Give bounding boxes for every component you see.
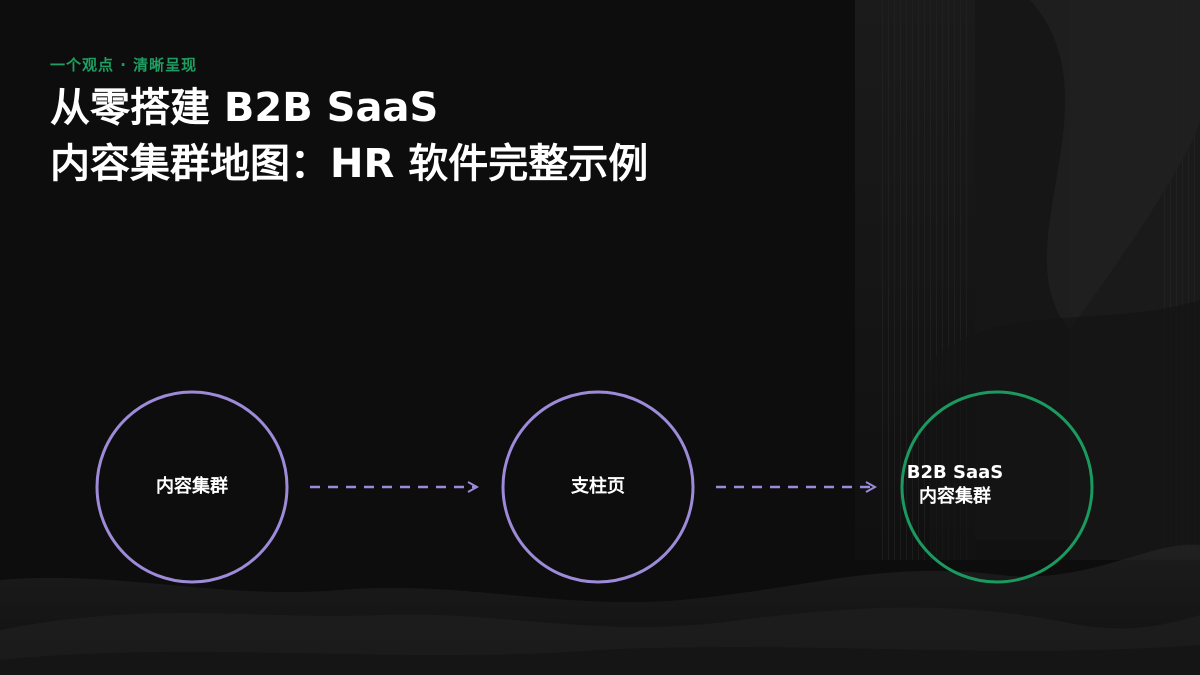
node-label-pillar-page: 支柱页 [571, 476, 625, 497]
node-circle-content-cluster [95, 390, 289, 584]
node-label-b2b-saas-cluster: B2B SaaS 内容集群 [895, 461, 1015, 509]
node-circle-b2b-saas-cluster [900, 390, 1094, 584]
node-circle-pillar-page [501, 390, 695, 584]
node-label-content-cluster: 内容集群 [156, 476, 228, 497]
title-line-2: 内容集群地图：HR 软件完整示例 [50, 141, 649, 187]
kicker-text: 一个观点 · 清晰呈现 [50, 56, 198, 74]
node-label-b2b-saas-line-2: 内容集群 [919, 486, 991, 507]
page-title: 从零搭建 B2B SaaS 内容集群地图：HR 软件完整示例 [50, 80, 870, 192]
node-label-b2b-saas-line-1: B2B SaaS [906, 462, 1004, 483]
title-line-1: 从零搭建 B2B SaaS [50, 85, 439, 131]
